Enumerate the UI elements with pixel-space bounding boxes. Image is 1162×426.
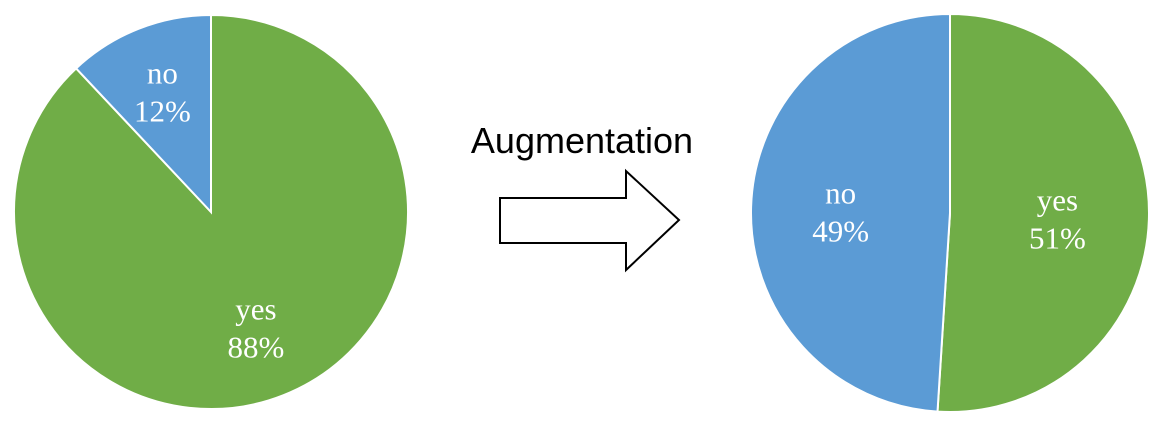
augmentation-label: Augmentation [471,120,693,161]
augmentation-arrow: Augmentation [471,120,693,273]
pie-before-label-yes-percent: 88% [228,330,285,365]
pie-after-label-no-percent: 49% [812,214,869,249]
pie-before-slice-no [74,13,212,215]
pie-before-label-no-percent: 12% [134,93,191,128]
pie-before-label-no-category: no [147,55,178,90]
pie-before-label-yes-category: yes [235,292,276,327]
pie-after-label-yes-category: yes [1037,182,1078,217]
pie-after-label-yes-percent: 51% [1029,220,1086,255]
pie-after-slice-no [750,12,951,413]
pie-after-label-no-category: no [825,176,856,211]
pie-before-slice-yes [13,13,409,410]
right-arrow-icon [499,168,681,273]
pie-after-slice-yes [936,12,1151,413]
